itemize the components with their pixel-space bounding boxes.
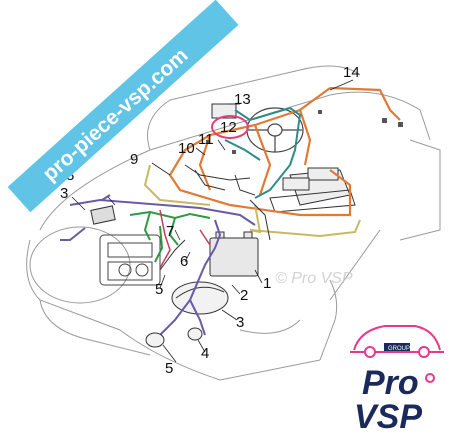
pro-vsp-logo: GROUP Pro VSP [350, 325, 444, 436]
logo-dot [425, 373, 435, 383]
air-filter [171, 281, 229, 315]
harness-red [159, 209, 211, 269]
car-body-outline [26, 65, 441, 381]
callout-12: 11 [198, 131, 214, 148]
callout-13: 12 [220, 119, 237, 136]
url-watermark-text: pro-piece-vsp.com [38, 44, 192, 186]
horn-left [145, 332, 165, 348]
callout-5: 5 [165, 360, 173, 377]
callout-3a: 3 [60, 185, 68, 202]
url-watermark-band: pro-piece-vsp.com [7, 0, 239, 213]
center-watermark: © Pro VSP [275, 270, 353, 287]
highlight-ring [211, 115, 249, 139]
logo-badge: GROUP [388, 346, 410, 352]
battery [209, 231, 259, 277]
logo-car-icon [350, 325, 444, 358]
harness-orange [168, 86, 401, 217]
callout-15: 14 [343, 64, 360, 81]
callout-11: 10 [178, 140, 195, 157]
callout-1: 1 [263, 275, 271, 292]
callout-2: 2 [240, 287, 248, 304]
logo-badge-bg [384, 343, 410, 351]
harness-dark [159, 164, 271, 271]
logo-vsp: VSP [354, 398, 422, 436]
callout-4: 4 [201, 345, 209, 362]
relay-box [90, 205, 116, 225]
harness-teal [224, 106, 302, 199]
callout-3b: 3 [236, 314, 244, 331]
horn-right [187, 327, 203, 341]
callout-10: 9 [130, 151, 138, 168]
engine-block [99, 234, 161, 286]
leader-lines [71, 79, 354, 363]
rear-component [282, 177, 310, 191]
callout-14: 13 [234, 91, 251, 108]
callout-7: 6 [180, 253, 188, 270]
harness-yellow [143, 164, 361, 238]
steering-wheel [246, 107, 304, 153]
harness-purple [60, 194, 256, 336]
connector-markers [206, 110, 403, 154]
logo-pro: Pro [362, 364, 419, 402]
harness-green [129, 210, 211, 263]
callout-8: 7 [166, 223, 174, 240]
callout-6: 5 [155, 281, 163, 298]
